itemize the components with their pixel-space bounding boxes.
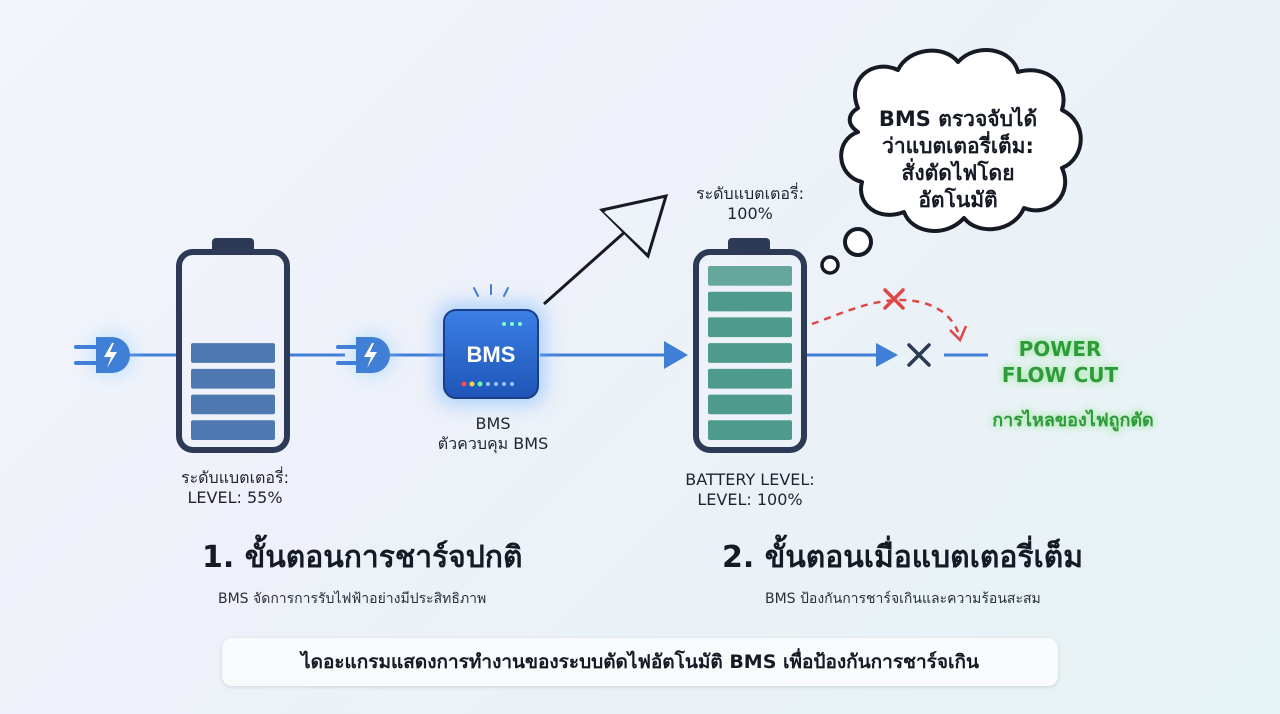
power-flow-cut-label: POWER FLOW CUT [980, 336, 1140, 388]
bms-chip: BMS [438, 284, 544, 404]
battery-right [693, 238, 807, 453]
battery-right-label-line1: BATTERY LEVEL: [685, 470, 815, 489]
thought-cloud-line3: สั่งตัดไฟโดย [901, 161, 1015, 185]
cross-icon [883, 288, 905, 310]
battery-right-cells [708, 266, 792, 440]
step2-title: 2. ขั้นตอนเมื่อแบตเตอรี่เต็ม [722, 540, 1084, 575]
battery-left [176, 238, 290, 453]
battery-right-cell [708, 291, 792, 312]
thought-cloud-line1: BMS ตรวจจับได้ [878, 107, 1038, 131]
plug-bolt-icon [74, 335, 132, 375]
bms-label-line2: ตัวควบคุม BMS [437, 434, 549, 453]
bms-label-line1: BMS [475, 414, 511, 433]
battery-left-cells [191, 343, 275, 440]
battery-right-cell [708, 343, 792, 363]
cut-path [811, 298, 968, 343]
battery-right-cell [708, 266, 792, 286]
battery-left-label: ระดับแบตเตอรี่: LEVEL: 55% [140, 468, 330, 508]
thought-cloud-text: BMS ตรวจจับได้ ว่าแบตเตอรี่เต็ม: สั่งตัด… [848, 106, 1068, 214]
bms-chip-label: BMS [467, 342, 516, 367]
battery-left-cell [191, 420, 275, 440]
battery-right-cell [708, 368, 792, 389]
step1-title: 1. ขั้นตอนการชาร์จปกติ [202, 540, 523, 575]
battery-left-cell [191, 343, 275, 363]
cross-icon [907, 343, 931, 367]
battery-left-label-line2: LEVEL: 55% [187, 488, 283, 507]
bms-label: BMS ตัวควบคุม BMS [410, 414, 576, 454]
flow-arrow-to-battery [540, 341, 688, 369]
power-flow-cut-thai: การไหลของไฟถูกตัด [992, 410, 1154, 431]
full-level-note-line1: ระดับแบตเตอรี่: [695, 184, 805, 203]
battery-right-cell [708, 394, 792, 415]
thought-cloud-line2: ว่าแบตเตอรี่เต็ม: [882, 134, 1034, 158]
thought-cloud-icon [820, 47, 1083, 275]
battery-left-label-line1: ระดับแบตเตอรี่: [180, 468, 290, 487]
full-level-note: ระดับแบตเตอรี่: 100% [660, 184, 840, 224]
step1-desc: BMS จัดการการรับไฟฟ้าอย่างมีประสิทธิภาพ [218, 591, 487, 607]
step2-desc: BMS ป้องกันการชาร์จเกินและความร้อนสะสม [765, 591, 1041, 607]
battery-right-label-line2: LEVEL: 100% [697, 490, 803, 509]
battery-right-cell [708, 420, 792, 440]
battery-left-cell [191, 368, 275, 389]
diagram-caption: ไดอะแกรมแสดงการทำงานของระบบตัดไฟอัตโนมัต… [222, 638, 1058, 686]
flow-arrow-after-battery [806, 343, 988, 367]
diagonal-arrow [543, 193, 669, 306]
battery-right-label: BATTERY LEVEL: LEVEL: 100% [655, 470, 845, 510]
plug-bolt-icon [336, 335, 392, 375]
battery-right-cell [708, 317, 792, 338]
thought-cloud-line4: อัตโนมัติ [918, 188, 998, 212]
battery-left-cell [191, 394, 275, 415]
power-flow-cut-line2: FLOW CUT [1001, 363, 1119, 387]
full-level-note-line2: 100% [727, 204, 773, 223]
power-flow-cut-line1: POWER [1018, 337, 1102, 361]
